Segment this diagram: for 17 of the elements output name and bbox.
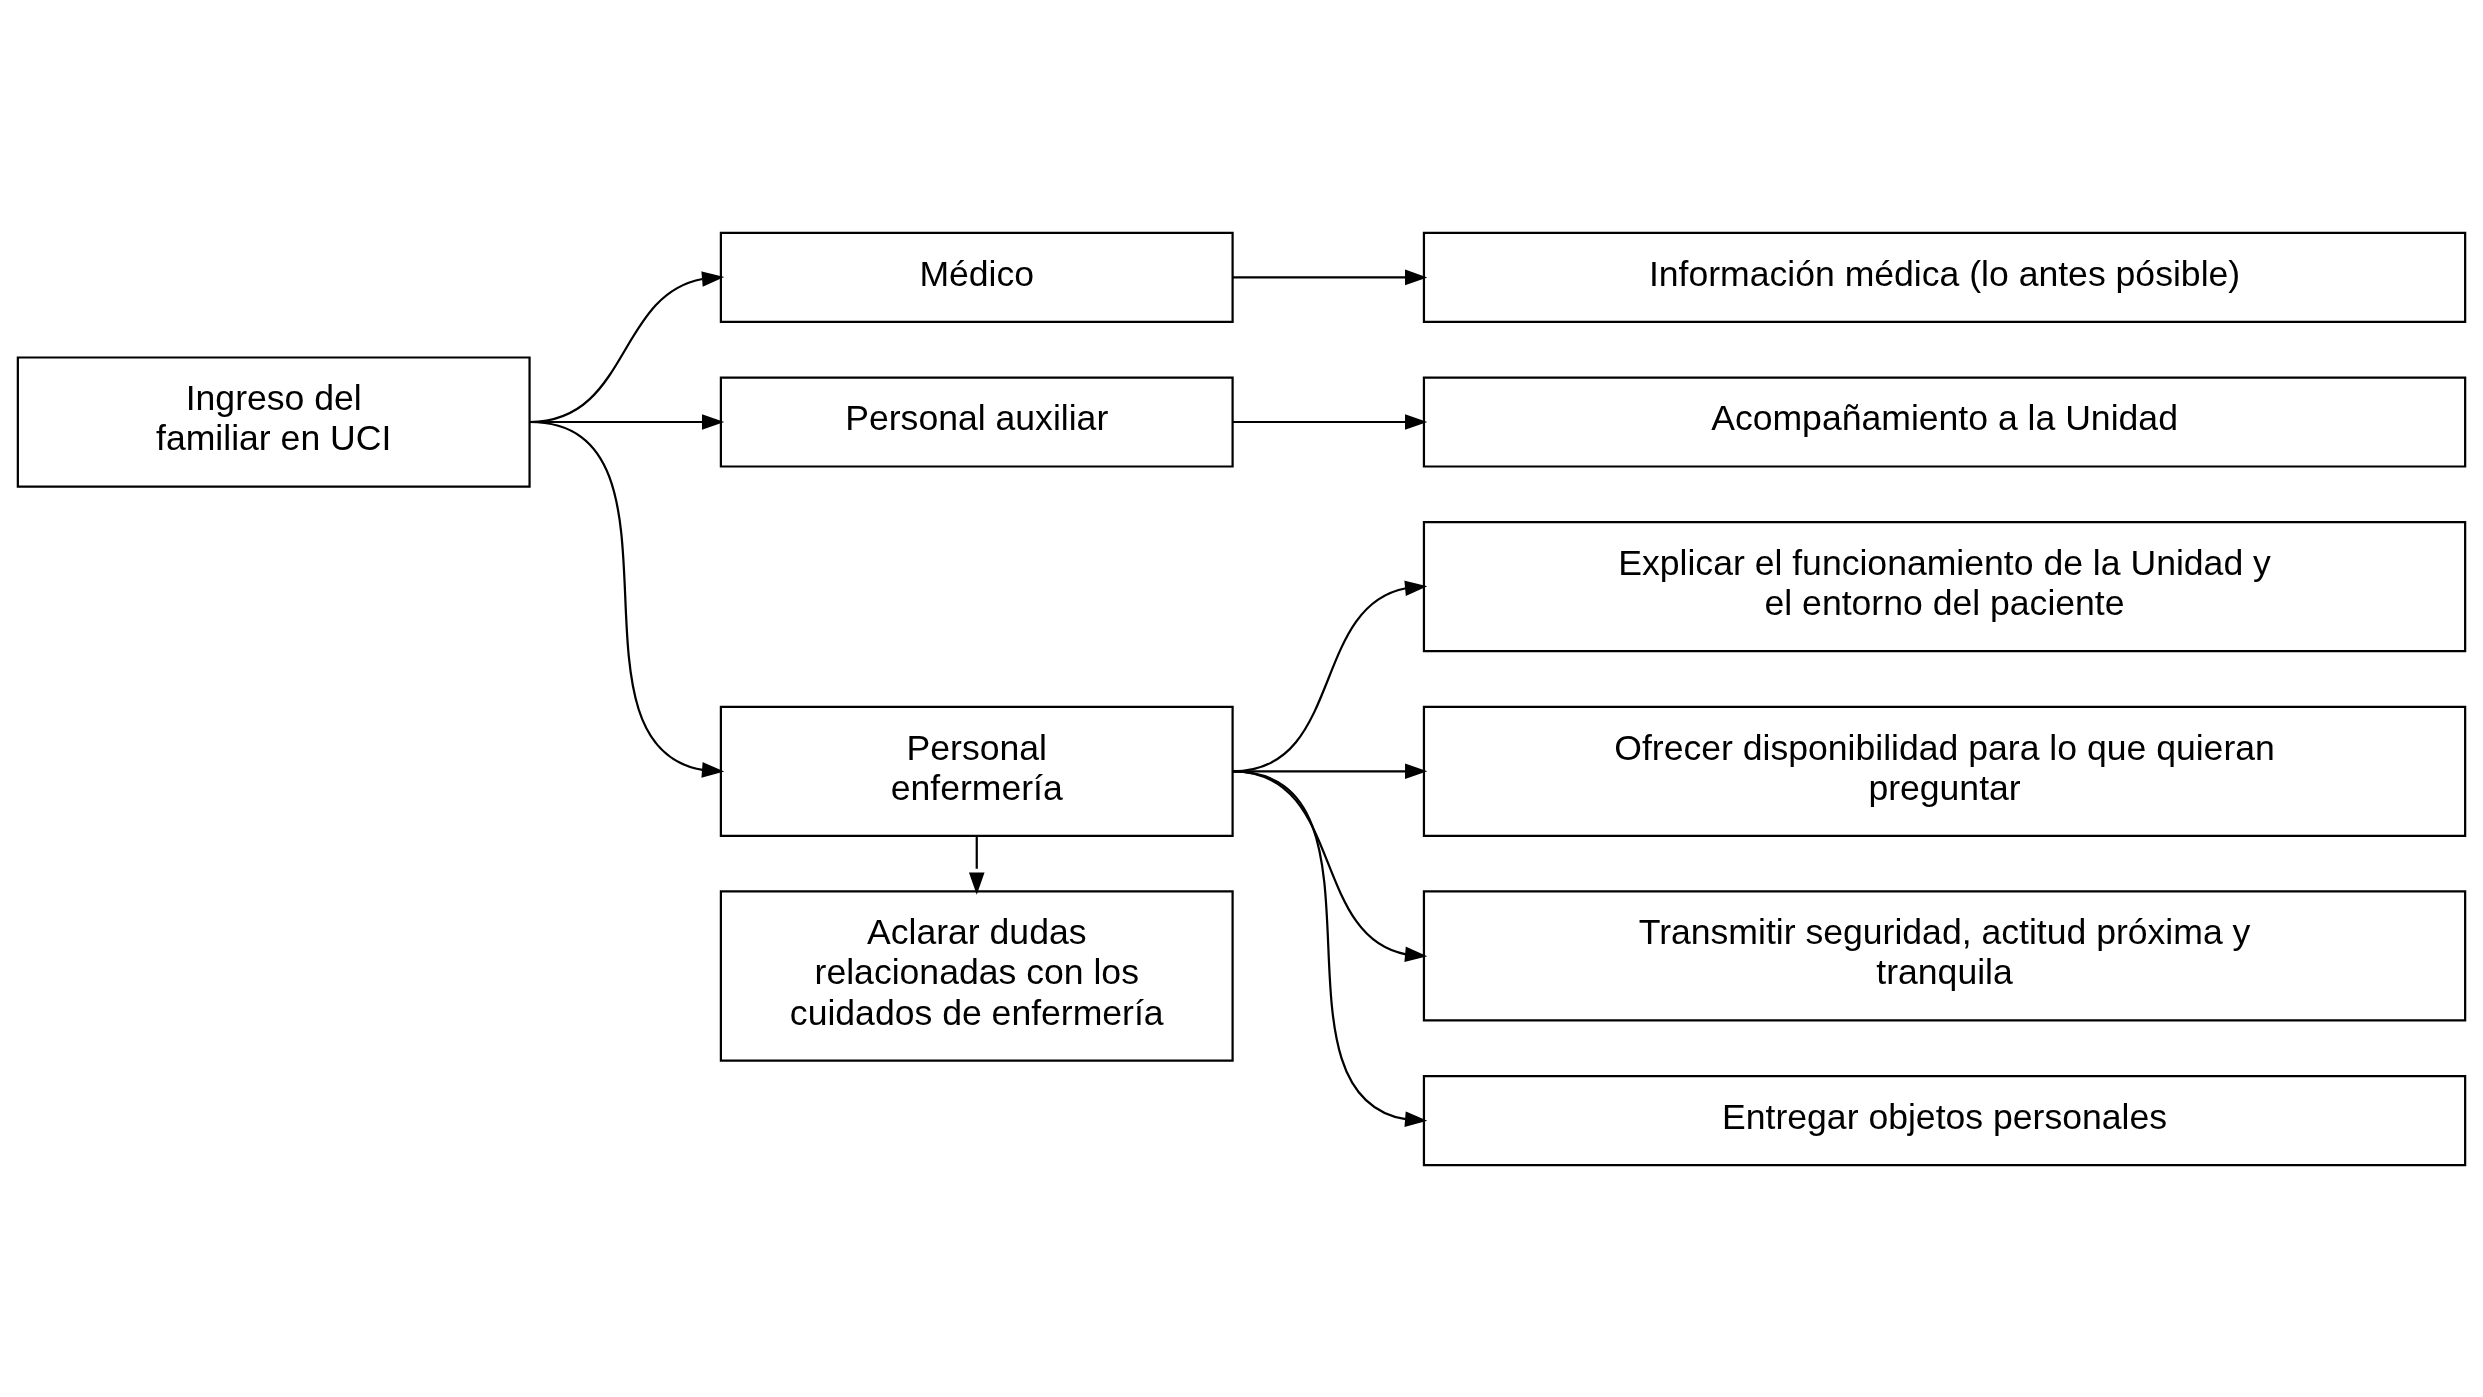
node-box: Ingreso del familiar en UCI bbox=[16, 355, 531, 488]
arrow bbox=[529, 420, 725, 778]
node-box: Ofrecer disponibilidad para lo que quieran preguntar bbox=[1422, 705, 2467, 837]
node-box: Personal auxiliar bbox=[719, 375, 1234, 468]
node-box: Información médica (lo antes pósible) bbox=[1422, 231, 2467, 323]
arrow bbox=[1232, 413, 1428, 430]
node-box: Explicar el funcionamiento de la Unidad y el entorno del paciente bbox=[1422, 520, 2467, 652]
node-box: Aclarar dudas relacionadas con los cuidados de enfermería bbox=[719, 889, 1234, 1062]
node-box: Acompañamiento a la Unidad bbox=[1422, 375, 2467, 468]
arrow bbox=[1232, 769, 1428, 962]
arrow bbox=[1232, 269, 1428, 285]
node-box: Personal enfermería bbox=[719, 705, 1234, 837]
node-box: Entregar objetos personales bbox=[1422, 1074, 2467, 1166]
node-box: Médico bbox=[719, 231, 1234, 323]
arrow bbox=[1232, 769, 1428, 1127]
node-box: Transmitir seguridad, actitud próxima y tranquila bbox=[1422, 889, 2467, 1022]
arrow bbox=[968, 835, 985, 895]
